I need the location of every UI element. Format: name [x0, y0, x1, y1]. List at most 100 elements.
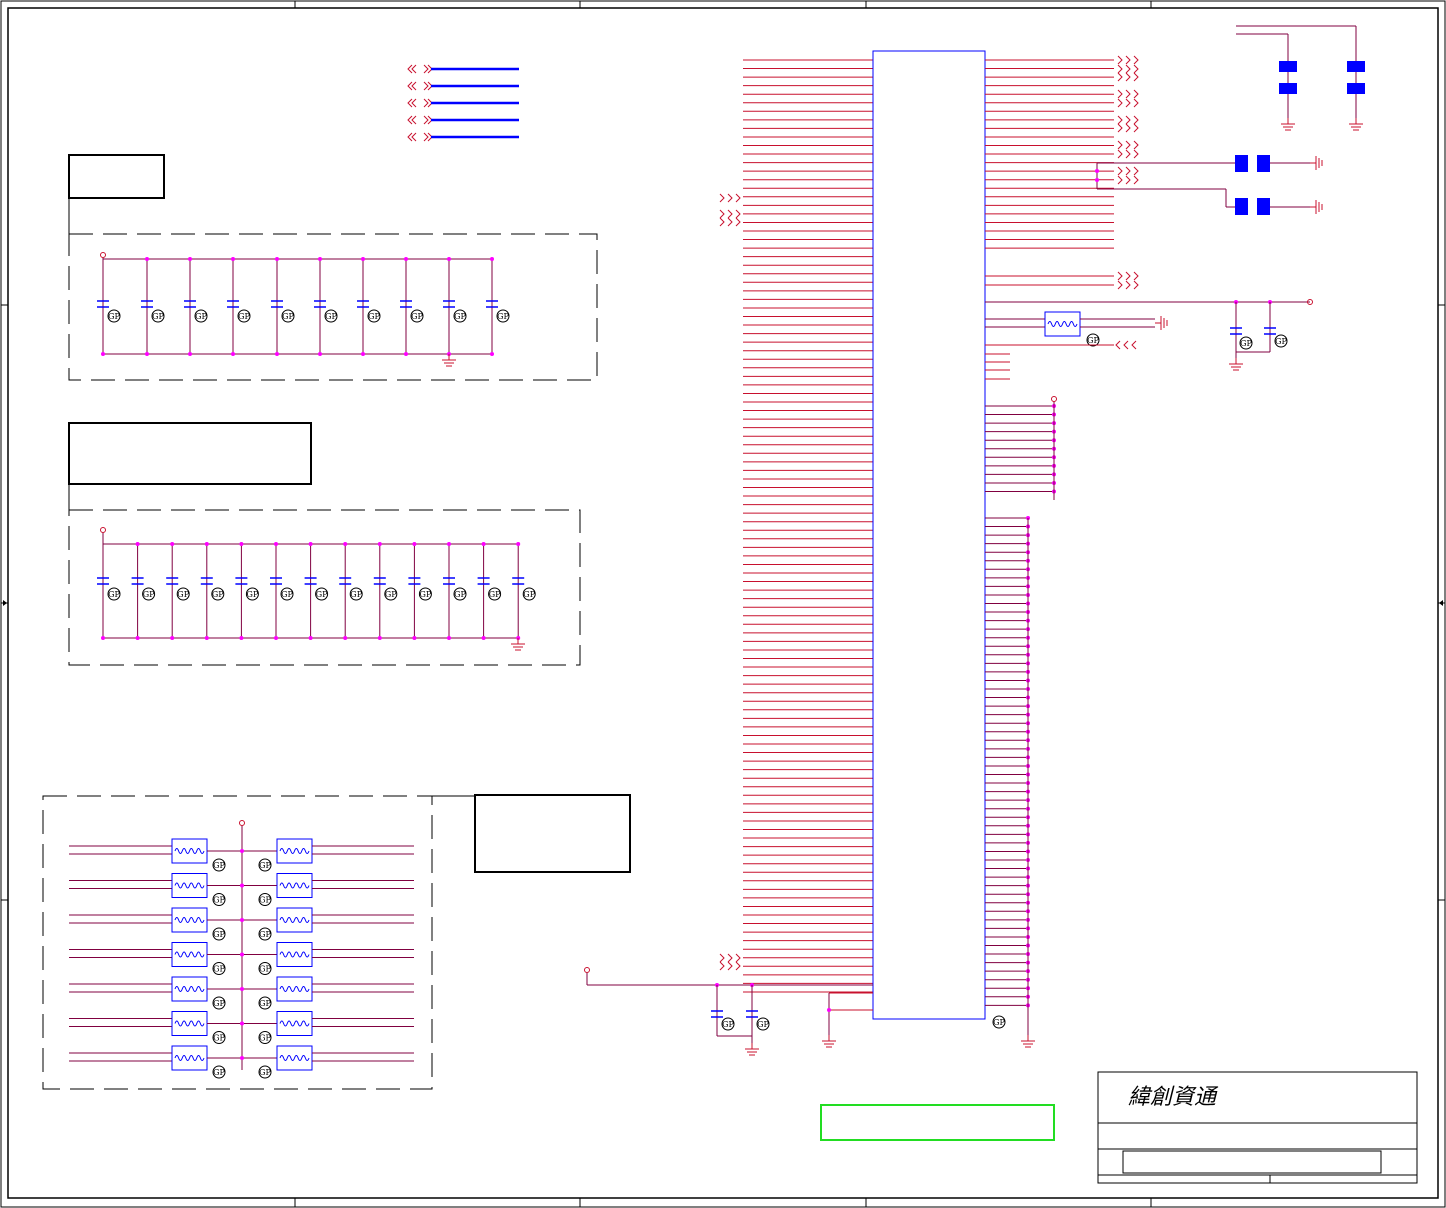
ferrite-coil	[279, 951, 310, 958]
gp-badge: GP	[488, 587, 502, 601]
port-chevron	[1125, 98, 1131, 108]
badge-ring	[151, 309, 165, 323]
junction-dot	[135, 636, 140, 640]
gp-badge: GP	[258, 927, 272, 941]
gp-badge: GP	[237, 309, 251, 323]
badge-label: GP	[238, 312, 250, 321]
badge-ring	[1274, 334, 1288, 348]
ferrite-coil	[174, 951, 205, 958]
power-port	[1307, 299, 1313, 305]
badge-label: GP	[1275, 337, 1287, 346]
junction-dot	[361, 257, 365, 261]
port-chevron	[411, 115, 417, 125]
ferrite-coil	[174, 882, 205, 889]
right-side-components: GP GP	[1095, 25, 1365, 371]
badge-ring	[721, 1017, 735, 1031]
badge-ring	[107, 587, 121, 601]
badge-label: GP	[282, 312, 294, 321]
port-chevron	[1117, 89, 1123, 99]
top-signal-ports	[407, 64, 519, 142]
crystal-cap	[1347, 61, 1365, 72]
ferrite-coil	[279, 986, 310, 992]
port-chevron	[735, 217, 741, 227]
ferrite-coil	[279, 848, 310, 854]
port-chevron	[407, 132, 413, 142]
ferrite-coil	[174, 1020, 205, 1027]
junction-dot	[447, 542, 451, 546]
ferrite-bead	[171, 942, 208, 967]
ferrite-bead	[171, 907, 208, 933]
badge-ring	[1239, 336, 1253, 350]
ferrite-bead	[171, 1045, 208, 1071]
power-port	[100, 252, 106, 258]
port-chevron	[407, 115, 413, 125]
port-chevron	[1133, 166, 1139, 176]
junction-dot	[516, 542, 521, 546]
gp-badge: GP	[496, 309, 510, 323]
junction-dot	[101, 636, 105, 640]
port-chevron	[423, 98, 429, 108]
gp-badge: GP	[212, 1065, 226, 1079]
port-chevron	[1125, 140, 1131, 150]
badge-label: GP	[213, 896, 225, 905]
junction-dot	[308, 636, 313, 640]
port-chevron	[1125, 166, 1131, 176]
ferrite-coil	[174, 848, 205, 854]
port-chevron	[1117, 280, 1123, 290]
gp-badge: GP	[349, 587, 363, 601]
junction-dot	[275, 257, 279, 261]
gp-badge: GP	[212, 893, 226, 906]
badge-label: GP	[108, 590, 120, 599]
port-chevron	[735, 953, 741, 963]
badge-ring	[258, 996, 272, 1010]
port-chevron	[1125, 271, 1131, 281]
badge-ring	[212, 996, 226, 1010]
port-chevron	[1125, 72, 1131, 82]
ferrite-bead	[276, 838, 313, 864]
gp-badge: GP	[522, 587, 536, 601]
badge-ring	[211, 587, 225, 601]
junction-dot	[377, 636, 382, 640]
ferrite-bead	[276, 873, 313, 898]
filter-cap	[1235, 155, 1248, 172]
badge-ring	[281, 309, 295, 323]
badge-label: GP	[281, 590, 293, 599]
junction-dot	[275, 352, 279, 356]
junction-dot	[101, 352, 105, 356]
crystal-cap	[1279, 61, 1297, 72]
junction-dot	[240, 1021, 244, 1026]
port-chevron	[407, 81, 413, 91]
badge-label: GP	[213, 1068, 225, 1077]
badge-ring	[992, 1015, 1006, 1029]
badge-ring	[349, 587, 363, 601]
ferrite-coil	[279, 917, 310, 923]
badge-label: GP	[325, 312, 337, 321]
badge-ring	[258, 962, 272, 975]
gp-badge: GP	[280, 587, 294, 601]
badge-ring	[280, 587, 294, 601]
gp-badge: GP	[212, 1031, 226, 1044]
badge-ring	[212, 858, 226, 872]
badge-label: GP	[213, 861, 225, 870]
junction-dot	[343, 636, 348, 640]
badge-label: GP	[213, 965, 225, 974]
ferrite-coil	[174, 986, 205, 992]
badge-ring	[324, 309, 338, 323]
badge-label: GP	[1240, 339, 1252, 348]
ferrite-coil	[279, 1055, 310, 1061]
port-chevron	[1123, 340, 1129, 350]
junction-dot	[318, 352, 322, 356]
port-chevron	[1133, 149, 1139, 159]
badge-label: GP	[259, 1068, 271, 1077]
dashed-group	[68, 233, 598, 381]
badge-label: GP	[213, 999, 225, 1008]
port-chevron	[1117, 140, 1123, 150]
badge-ring	[212, 1031, 226, 1044]
junction-dot	[204, 636, 209, 640]
port-chevron	[727, 961, 733, 971]
gp-badge: GP	[384, 587, 398, 601]
badge-label: GP	[411, 312, 423, 321]
badge-ring	[367, 309, 381, 323]
badge-label: GP	[454, 312, 466, 321]
